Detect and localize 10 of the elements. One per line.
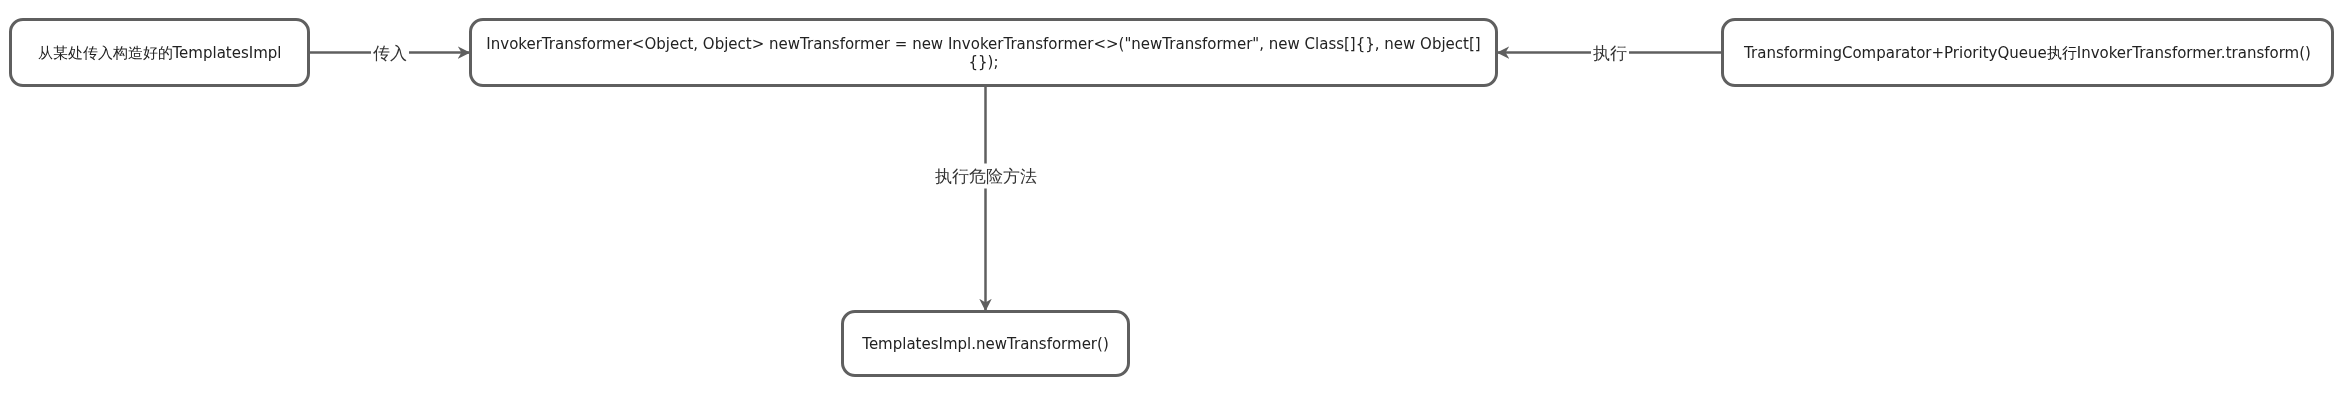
process-box bbox=[841, 310, 1130, 377]
node-text: TemplatesImpl.newTransformer() bbox=[862, 334, 1109, 353]
node-text: TransformingComparator+PriorityQueue执行InvokerTransformer.transform() bbox=[1744, 43, 2311, 62]
node-text: InvokerTransformer<Object, Object> newTransformer = new InvokerTransformer<>("newTransformer", new Class[]{}, new Object[]{}); bbox=[485, 34, 1482, 71]
arrow bbox=[979, 87, 992, 312]
edge-label: 执行危险方法 bbox=[932, 163, 1039, 189]
process-box bbox=[469, 18, 1498, 87]
process-box bbox=[1721, 18, 2334, 87]
process-box bbox=[9, 18, 310, 87]
node-text: 从某处传入构造好的TemplatesImpl bbox=[37, 43, 282, 62]
